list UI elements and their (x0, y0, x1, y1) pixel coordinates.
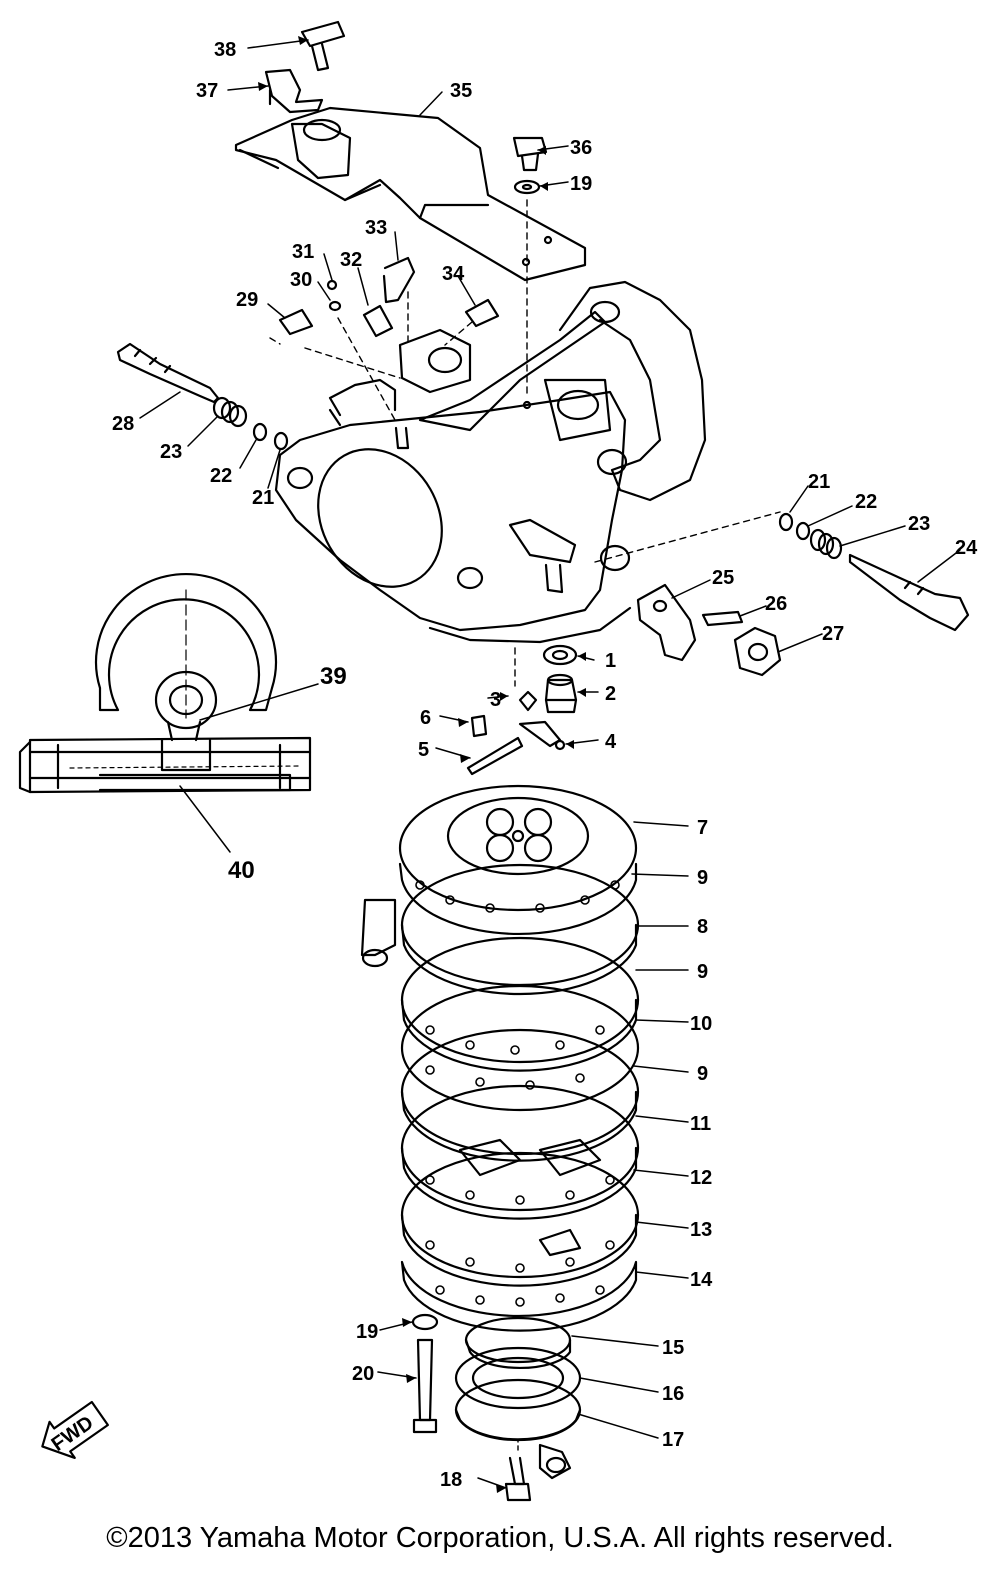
leader-arrowheads (258, 36, 586, 1493)
callout-1: 1 (605, 650, 616, 672)
callout-20: 20 (352, 1363, 374, 1385)
callout-30: 30 (290, 269, 312, 291)
screw-36-part (512, 136, 548, 195)
callout-22-right: 22 (855, 491, 877, 513)
callout-5: 5 (418, 739, 429, 761)
callout-6: 6 (420, 707, 431, 729)
screw-38-part (300, 20, 346, 72)
callout-37: 37 (196, 80, 218, 102)
callout-9c: 9 (697, 1063, 708, 1085)
callout-labels: 1 2 3 4 5 6 7 9 8 9 10 9 11 12 13 14 15 … (48, 39, 979, 1491)
callout-19-bottom: 19 (356, 1321, 378, 1343)
callout-36: 36 (570, 137, 592, 159)
callout-10: 10 (690, 1013, 712, 1035)
callout-9b: 9 (697, 961, 708, 983)
callout-28: 28 (112, 413, 134, 435)
callout-27: 27 (822, 623, 844, 645)
callout-18: 18 (440, 1469, 462, 1491)
fwd-arrow-icon (41, 1400, 109, 1460)
carburetor-body (274, 280, 707, 644)
washer-22-right (795, 521, 811, 541)
needle-24-part (848, 553, 970, 632)
callout-9a: 9 (697, 867, 708, 889)
callout-13: 13 (690, 1219, 712, 1241)
callout-34: 34 (442, 263, 465, 285)
callout-21-right: 21 (808, 471, 830, 493)
callout-2: 2 (605, 683, 616, 705)
spring-23-left (212, 396, 248, 428)
bracket-part (234, 106, 587, 282)
callout-38: 38 (214, 39, 236, 61)
callout-31: 31 (292, 241, 314, 263)
callout-15: 15 (662, 1337, 684, 1359)
clip-37-part (264, 68, 324, 114)
plate-26-part (701, 610, 744, 627)
callout-4: 4 (605, 731, 617, 753)
callout-22-left: 22 (210, 465, 232, 487)
callout-17: 17 (662, 1429, 684, 1451)
callout-11: 11 (690, 1113, 711, 1135)
detail-inset (18, 573, 312, 794)
needle-28-part (116, 342, 220, 404)
callout-23-left: 23 (160, 441, 182, 463)
nut-27-part (733, 626, 782, 677)
lever-25-part (636, 583, 697, 662)
callout-35: 35 (450, 80, 472, 102)
callout-19-top: 19 (570, 173, 592, 195)
callout-21-left: 21 (252, 487, 274, 509)
callout-16: 16 (662, 1383, 684, 1405)
bottom-cover-parts (411, 1313, 582, 1502)
callout-33: 33 (365, 217, 387, 239)
callout-32: 32 (340, 249, 362, 271)
callout-14: 14 (690, 1269, 713, 1291)
diaphragm-stack (360, 784, 640, 1332)
callout-40: 40 (228, 857, 255, 884)
callout-25: 25 (712, 567, 734, 589)
needle-valve-stack (466, 644, 578, 776)
small-screws-group (278, 256, 500, 338)
washer-22-left (252, 422, 268, 442)
callout-24: 24 (955, 537, 978, 559)
copyright-notice: ©2013 Yamaha Motor Corporation, U.S.A. A… (106, 1522, 894, 1554)
callout-3: 3 (490, 689, 501, 711)
oring-21-right (778, 512, 794, 532)
spring-23-right (809, 528, 843, 560)
callout-29: 29 (236, 289, 258, 311)
exploded-parts-diagram: 1 2 3 4 5 6 7 9 8 9 10 9 11 12 13 14 15 … (18, 20, 979, 1502)
callout-23-right: 23 (908, 513, 930, 535)
callout-26: 26 (765, 593, 787, 615)
callout-8: 8 (697, 916, 708, 938)
callout-12: 12 (690, 1167, 712, 1189)
callout-39: 39 (320, 663, 347, 690)
callout-7: 7 (697, 817, 708, 839)
leader-lines (139, 39, 961, 1489)
oring-21-left (273, 431, 289, 451)
